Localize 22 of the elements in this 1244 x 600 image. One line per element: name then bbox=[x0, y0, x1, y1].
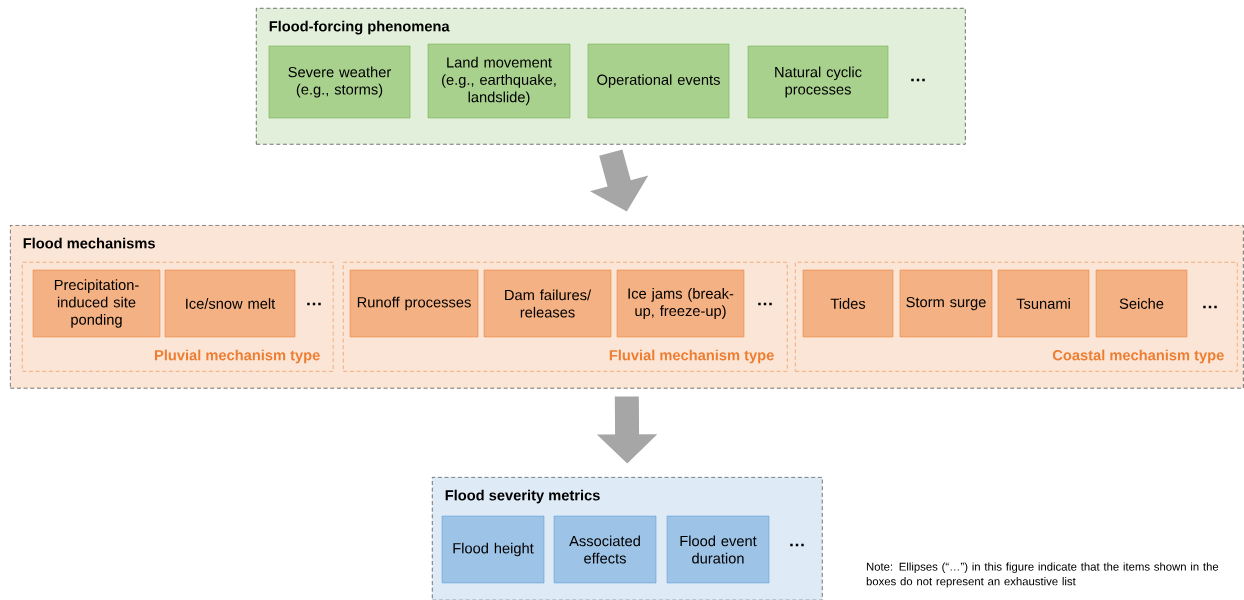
ellipsis: … bbox=[758, 302, 772, 306]
item-box: Associated effects bbox=[553, 515, 657, 584]
ellipsis: … bbox=[790, 543, 804, 547]
item-box: Ice/snow melt bbox=[164, 269, 296, 338]
item-box: Ice jams (break-up, freeze-up) bbox=[616, 269, 745, 338]
item-box: Operational events bbox=[587, 43, 730, 119]
item-box: Flood event duration bbox=[666, 515, 770, 584]
item-box: Runoff processes bbox=[349, 269, 479, 338]
ellipsis: … bbox=[911, 78, 925, 82]
note-text: Note: Ellipses (“…”) in this figure indicate that the items shown in the boxes do not represent an exhaustive list bbox=[866, 562, 1219, 588]
item-box: Seiche bbox=[1095, 269, 1188, 338]
item-box: Natural cyclic processes bbox=[747, 45, 889, 119]
ellipsis: … bbox=[1203, 305, 1217, 309]
item-box: Storm surge bbox=[899, 269, 993, 338]
item-box: Tides bbox=[802, 269, 894, 338]
item-box: Severe weather (e.g., storms) bbox=[268, 45, 411, 119]
item-box: Tsunami bbox=[997, 269, 1090, 338]
item-box: Flood height bbox=[441, 515, 545, 584]
item-box: Dam failures/ releases bbox=[483, 269, 612, 338]
item-box: Land movement (e.g., earthquake, landslide) bbox=[427, 43, 571, 119]
ellipsis: … bbox=[307, 302, 321, 306]
item-box: Precipitation-induced site ponding bbox=[32, 269, 161, 338]
